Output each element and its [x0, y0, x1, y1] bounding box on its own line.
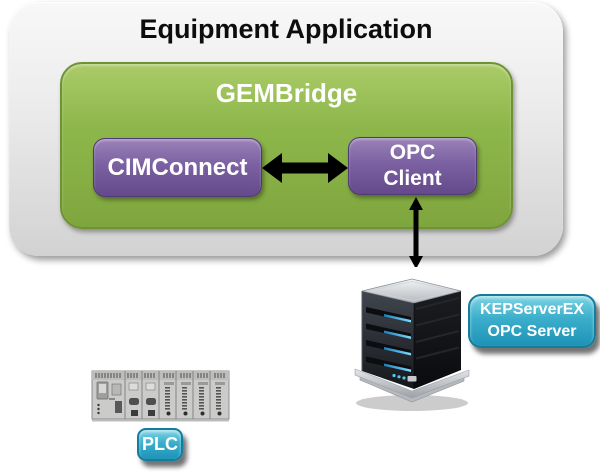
opc-client-label-line2: Client [383, 167, 442, 190]
opc-client-box: OPC Client [348, 137, 477, 195]
opc-client-label-line1: OPC [389, 141, 436, 164]
plc-label: PLC [142, 434, 178, 454]
kepserverex-opc-server-box: KEPServerEX OPC Server [468, 294, 596, 348]
kepserverex-label-line1: KEPServerEX [479, 301, 585, 318]
cimconnect-label: CIMConnect [107, 153, 248, 181]
gembridge-title: GEMBridge [215, 78, 358, 108]
bidirectional-arrow-opcclient-server [409, 197, 423, 269]
server-tower-icon [350, 267, 483, 422]
plc-rack-icon [88, 365, 233, 427]
equipment-application-title: Equipment Application [139, 14, 433, 44]
bidirectional-arrow-cimconnect-opcclient [262, 153, 348, 183]
kepserverex-label-line2: OPC Server [487, 323, 577, 340]
cimconnect-box: CIMConnect [93, 138, 262, 197]
plc-tag: PLC [137, 428, 183, 461]
